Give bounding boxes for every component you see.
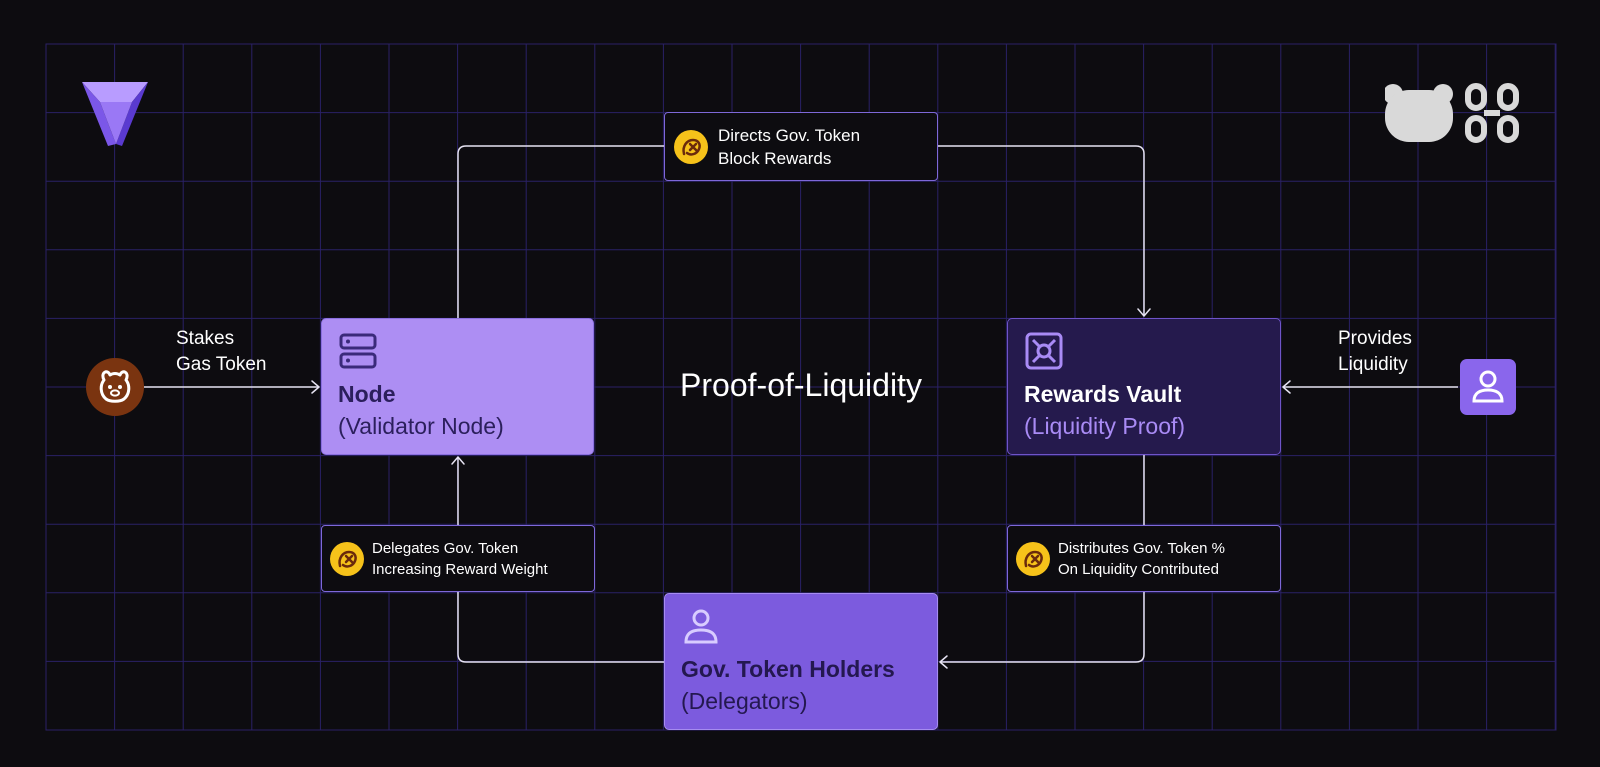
delegates-label: Delegates Gov. Token Increasing Reward W…	[321, 525, 595, 592]
top-left-connector	[457, 145, 664, 318]
user-icon	[684, 609, 718, 644]
rewards-vault-box: Rewards Vault (Liquidity Proof)	[1007, 318, 1281, 455]
stakes-gas-token-label: Stakes Gas Token	[176, 326, 266, 378]
holders-left-connector	[457, 592, 664, 663]
holders-title: Gov. Token Holders	[681, 656, 895, 682]
provides-liquidity-label: Provides Liquidity	[1338, 326, 1412, 378]
provides-line-2: Liquidity	[1338, 354, 1408, 375]
brand-logo-icon	[82, 82, 148, 146]
distributes-label: Distributes Gov. Token % On Liquidity Co…	[1007, 525, 1281, 592]
block-rewards-label: Directs Gov. Token Block Rewards	[664, 112, 938, 181]
validator-node-box: Node (Validator Node)	[321, 318, 594, 455]
gov-token-holders-box: Gov. Token Holders (Delegators)	[664, 593, 938, 730]
gov-token-coin-icon	[674, 129, 708, 164]
server-icon	[339, 333, 377, 369]
diagram-title: Proof-of-Liquidity	[680, 367, 922, 403]
delegates-line-1: Delegates Gov. Token	[372, 539, 519, 557]
vault-arrowhead	[1137, 308, 1151, 317]
top-right-connector	[938, 145, 1145, 316]
bear-token-icon	[86, 358, 144, 416]
block-rewards-line-1: Directs Gov. Token	[718, 125, 861, 145]
stakes-arrowhead	[311, 380, 320, 394]
holders-arrowhead	[939, 655, 948, 669]
provides-line-1: Provides	[1338, 328, 1412, 349]
vault-subtitle: (Liquidity Proof)	[1024, 413, 1186, 439]
partner-logo-icon	[1385, 83, 1519, 143]
distributes-line-2: On Liquidity Contributed	[1058, 560, 1219, 578]
user-badge-icon	[1460, 359, 1516, 415]
node-title: Node	[338, 381, 396, 407]
gov-token-coin-icon	[330, 541, 364, 576]
stakes-line-1: Stakes	[176, 328, 235, 349]
block-rewards-line-2: Block Rewards	[718, 148, 832, 168]
distributes-line-1: Distributes Gov. Token %	[1058, 539, 1226, 557]
node-arrowhead	[451, 456, 465, 465]
distributes-connector	[940, 592, 1145, 663]
provides-arrowhead	[1282, 380, 1291, 394]
vault-icon	[1025, 332, 1063, 370]
delegates-line-2: Increasing Reward Weight	[372, 560, 548, 578]
vault-title: Rewards Vault	[1024, 381, 1182, 407]
grid-frame	[45, 43, 1557, 731]
holders-subtitle: (Delegators)	[681, 688, 808, 714]
stakes-line-2: Gas Token	[176, 354, 267, 375]
gov-token-coin-icon	[1016, 541, 1050, 576]
node-subtitle: (Validator Node)	[338, 413, 504, 439]
